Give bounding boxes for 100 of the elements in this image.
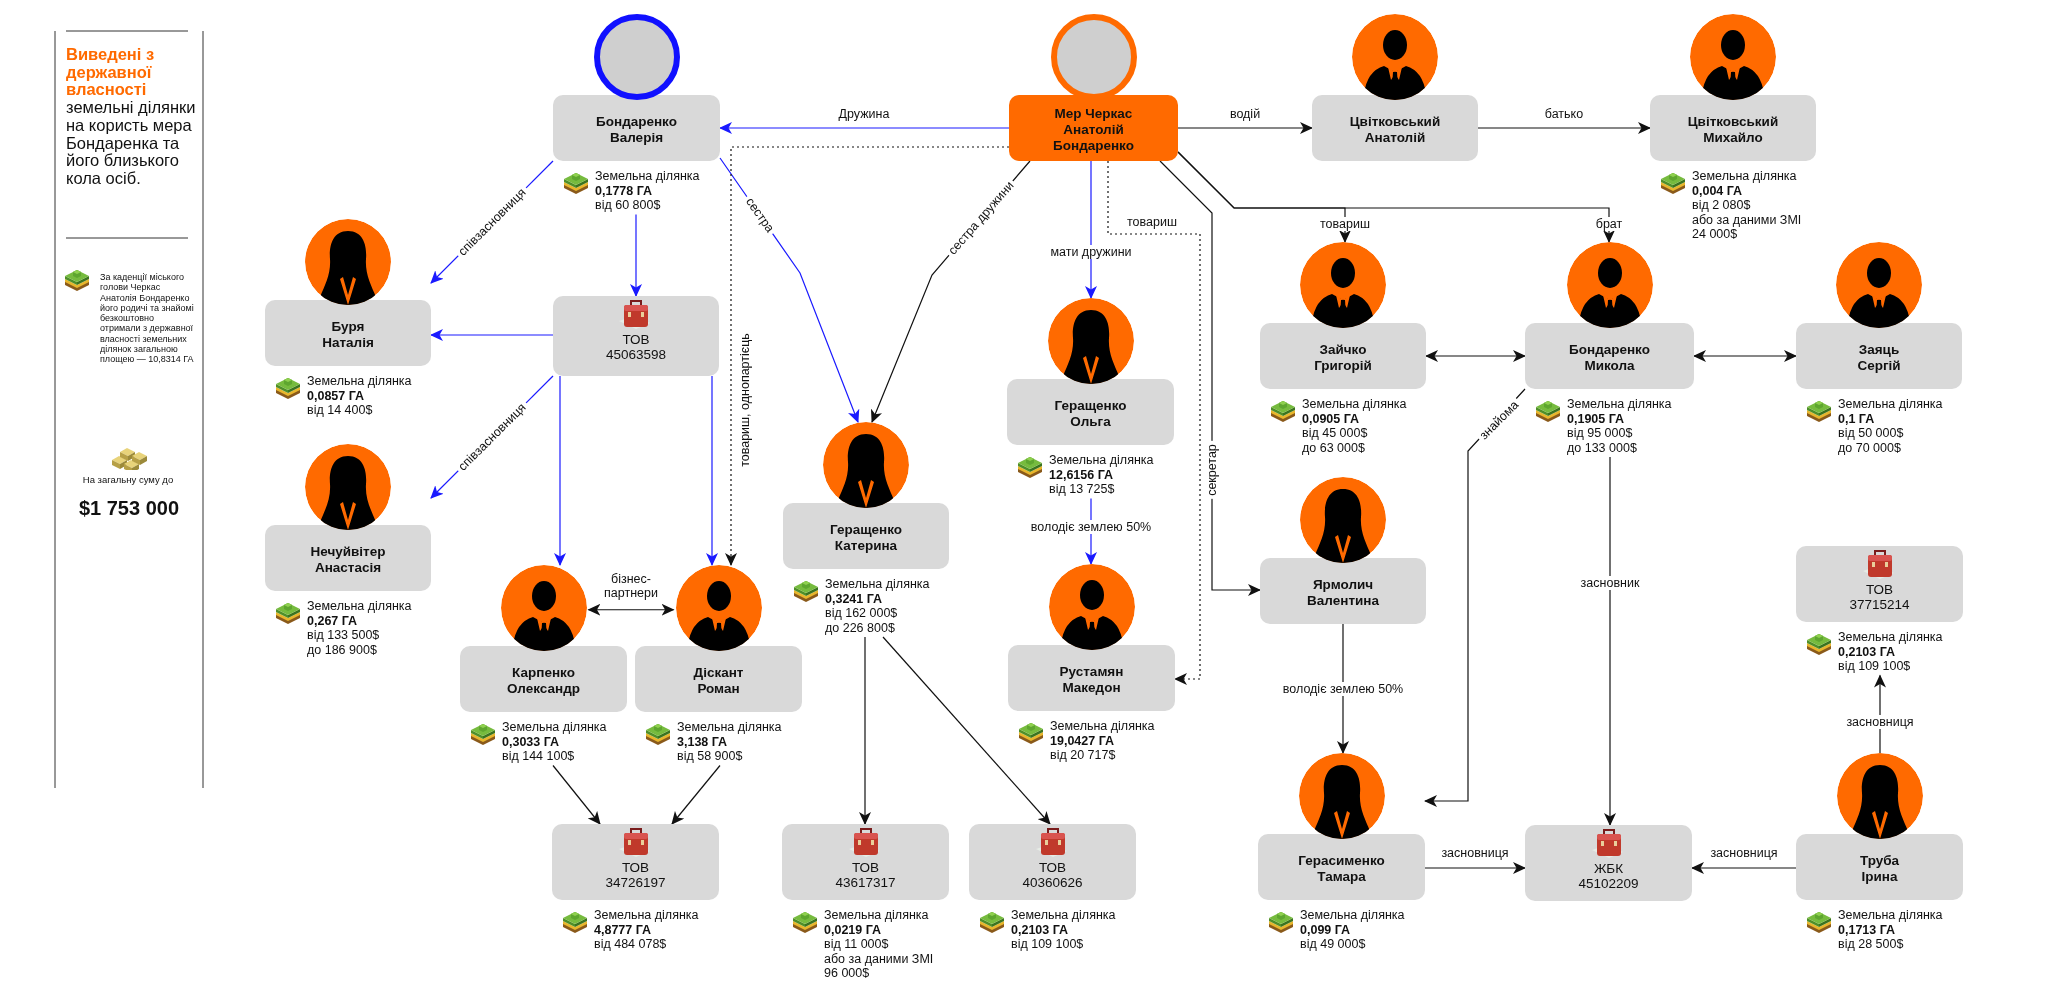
plot-info-text: Земельна ділянка bbox=[1692, 169, 1798, 184]
person-card bbox=[265, 219, 431, 366]
plot-info-text: 0,2103 ГА bbox=[1838, 644, 1897, 659]
plot-info-text: 12,6156 ГА bbox=[1049, 467, 1114, 482]
edge-label: товариш bbox=[1317, 217, 1373, 231]
plot-info-text: до 226 800$ bbox=[825, 620, 896, 635]
plot-info-text: Земельна ділянка bbox=[307, 374, 412, 389]
plot-info-text: від 144 100$ bbox=[502, 749, 576, 764]
plot-info-text: Земельна ділянка bbox=[595, 169, 700, 184]
plot-info-text: від 49 000$ bbox=[1300, 937, 1367, 952]
plot-info-text: від 109 100$ bbox=[1011, 937, 1085, 952]
person-name: Ярмолич Валентина bbox=[1307, 576, 1379, 609]
plot-info-text: 4,8777 ГА bbox=[594, 922, 653, 937]
person-card bbox=[1007, 298, 1174, 445]
arrow bbox=[859, 636, 871, 825]
plot-info-text: від 60 800$ bbox=[595, 198, 662, 213]
person-name: Цвітковський Анатолій bbox=[1349, 113, 1441, 146]
total-caption: На загальну суму до bbox=[81, 474, 175, 485]
plot-info-text: до 70 000$ bbox=[1838, 440, 1902, 455]
company-text: ТОВ bbox=[622, 332, 650, 347]
plot-info-text: або за даними ЗМІ bbox=[824, 951, 934, 966]
edge-label: товариш, однопартієць bbox=[738, 330, 752, 470]
company-card bbox=[969, 824, 1136, 900]
person-card bbox=[1525, 242, 1694, 389]
plot-info-text: 0,3241 ГА bbox=[825, 591, 884, 606]
person-card bbox=[265, 444, 431, 591]
arrow bbox=[706, 375, 718, 566]
note-text: За каденції міського голови Черкас Анатолія Бондаренко його родичі та знайомі безкоштовно отримали з державної власності земельних ділянок загальною площею — 10,8314 ГА bbox=[100, 272, 195, 365]
arrow bbox=[552, 764, 601, 825]
plot-info-text: від 20 717$ bbox=[1050, 748, 1117, 763]
plot-info-text: від 95 000$ bbox=[1567, 426, 1634, 441]
company-card bbox=[1525, 825, 1692, 901]
arrow bbox=[1693, 350, 1797, 362]
plot-info-text: від 133 500$ bbox=[307, 628, 381, 643]
plot-info-text: 0,1 ГА bbox=[1838, 411, 1876, 426]
plot-info-text: 0,1905 ГА bbox=[1567, 411, 1626, 426]
plot-info-text: Земельна ділянка bbox=[502, 720, 607, 735]
person-name: Заяць Сергій bbox=[1857, 341, 1901, 374]
company-text: ТОВ bbox=[1038, 860, 1067, 875]
company-text: ЖБК bbox=[1593, 861, 1624, 876]
person-card bbox=[783, 422, 949, 569]
arrow bbox=[1604, 456, 1616, 826]
arrow bbox=[671, 764, 721, 825]
company-card bbox=[782, 824, 949, 900]
plot-info-text: Земельна ділянка bbox=[1838, 908, 1943, 923]
plot-info-text: від 162 000$ bbox=[825, 606, 899, 621]
company-text: ТОВ bbox=[621, 860, 650, 875]
person-card bbox=[1796, 242, 1962, 389]
company-card bbox=[552, 824, 719, 900]
plot-info-text: від 14 400$ bbox=[307, 403, 374, 418]
plot-info-text: від 109 100$ bbox=[1838, 659, 1912, 674]
company-text: ТОВ bbox=[1865, 582, 1894, 597]
total-amount: $1 753 000 bbox=[77, 496, 181, 520]
plot-info-text: Земельна ділянка bbox=[824, 908, 930, 923]
person-card bbox=[1258, 753, 1425, 900]
plot-info-text: 0,0905 ГА bbox=[1302, 411, 1361, 426]
person-card bbox=[1260, 477, 1426, 624]
arrow bbox=[1477, 122, 1651, 134]
person-card bbox=[1008, 564, 1175, 711]
person-name: Геращенко Катерина bbox=[829, 521, 903, 554]
plot-info-text: 0,0857 ГА bbox=[307, 388, 366, 403]
plot-info-text: 0,099 ГА bbox=[1300, 922, 1352, 937]
arrow bbox=[1107, 160, 1201, 685]
company-text: 37715214 bbox=[1849, 597, 1910, 612]
company-text: 45063598 bbox=[605, 347, 667, 362]
plot-info-text: Земельна ділянка bbox=[825, 577, 930, 592]
edge-label: Дружина bbox=[835, 107, 893, 121]
plot-info-text: 3,138 ГА bbox=[677, 734, 729, 749]
sidebar-heading: Виведені з державної власності земельні ділянки на користь мера Бондаренка та його близького кола осіб. bbox=[66, 46, 197, 188]
person-name: Бондаренко Микола bbox=[1569, 341, 1650, 374]
arrow bbox=[1691, 862, 1797, 874]
plot-info-text: 0,0219 ГА bbox=[824, 922, 883, 937]
arrow bbox=[719, 122, 1010, 134]
plot-info-text: від 13 725$ bbox=[1049, 482, 1116, 497]
edge-label: засновник bbox=[1577, 576, 1643, 590]
arrow bbox=[587, 603, 675, 616]
person-name: Карпенко Олександр bbox=[507, 664, 580, 697]
plot-info-text: або за даними ЗМІ bbox=[1692, 212, 1802, 227]
arrow bbox=[882, 636, 1051, 825]
person-name: Діскант Роман bbox=[693, 664, 744, 697]
plot-info-text: 0,1778 ГА bbox=[595, 183, 654, 198]
plot-info-text: Земельна ділянка bbox=[1838, 630, 1943, 645]
plot-info-text: 0,004 ГА bbox=[1692, 183, 1744, 198]
plot-info-text: від 45 000$ bbox=[1302, 426, 1369, 441]
person-name: Бондаренко Валерія bbox=[596, 113, 677, 146]
company-text: ТОВ bbox=[851, 860, 880, 875]
arrow bbox=[1085, 160, 1097, 299]
arrow bbox=[725, 146, 1010, 566]
plot-info-text: 96 000$ bbox=[824, 966, 871, 981]
plot-info-text: Земельна ділянка bbox=[1302, 397, 1407, 412]
plot-info-text: до 133 000$ bbox=[1567, 440, 1638, 455]
plot-info-text: від 11 000$ bbox=[824, 937, 890, 952]
arrow bbox=[1424, 388, 1526, 807]
person-card bbox=[1650, 14, 1816, 161]
arrow bbox=[1424, 862, 1526, 874]
plot-info-text: Земельна ділянка bbox=[677, 720, 782, 735]
person-name: Труба Ірина bbox=[1859, 852, 1900, 885]
plot-info-text: 0,2103 ГА bbox=[1011, 922, 1070, 937]
plot-info-text: Земельна ділянка bbox=[307, 599, 412, 614]
plot-info-text: від 58 900$ bbox=[677, 749, 744, 764]
